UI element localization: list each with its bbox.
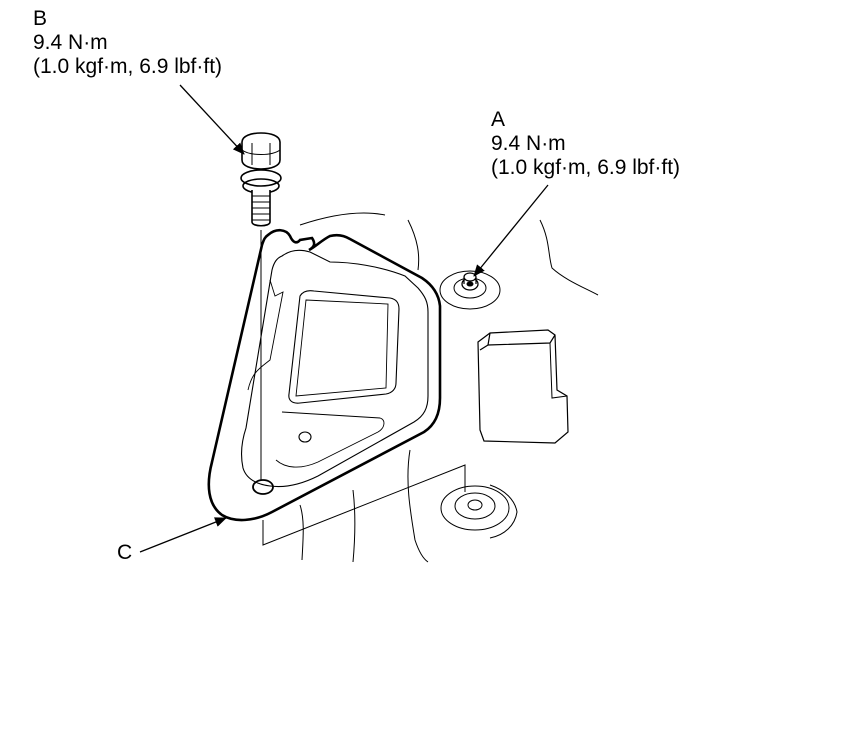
cover-plate-inner-flange: [241, 249, 429, 488]
callout-b: B 9.4 N·m (1.0 kgf·m, 6.9 lbf·ft): [33, 7, 222, 79]
callout-a: A 9.4 N·m (1.0 kgf·m, 6.9 lbf·ft): [491, 108, 680, 180]
callout-a-letter: A: [491, 108, 506, 131]
callout-b-torque-nm: 9.4 N·m: [33, 31, 108, 54]
cover-plate-c: [207, 228, 442, 522]
mounting-boss-a: [439, 270, 501, 310]
bolt-b: [240, 132, 282, 227]
callout-b-torque-alt: (1.0 kgf·m, 6.9 lbf·ft): [33, 55, 223, 78]
housing-background-lines: [262, 212, 599, 563]
callout-a-torque-nm: 9.4 N·m: [491, 132, 566, 155]
housing-block: [477, 329, 569, 444]
leader-arrow-b: [179, 84, 245, 155]
leader-arrow-c: [139, 517, 227, 553]
cover-plate-outline: [207, 228, 442, 522]
mounting-boss-lower: [440, 485, 510, 531]
cover-plate-raised-panel: [288, 290, 400, 404]
callout-b-letter: B: [33, 7, 48, 30]
leader-arrow-a: [473, 184, 549, 277]
callout-c-letter: C: [117, 541, 133, 564]
callout-c: C: [117, 541, 132, 565]
callout-a-torque-alt: (1.0 kgf·m, 6.9 lbf·ft): [491, 156, 681, 179]
